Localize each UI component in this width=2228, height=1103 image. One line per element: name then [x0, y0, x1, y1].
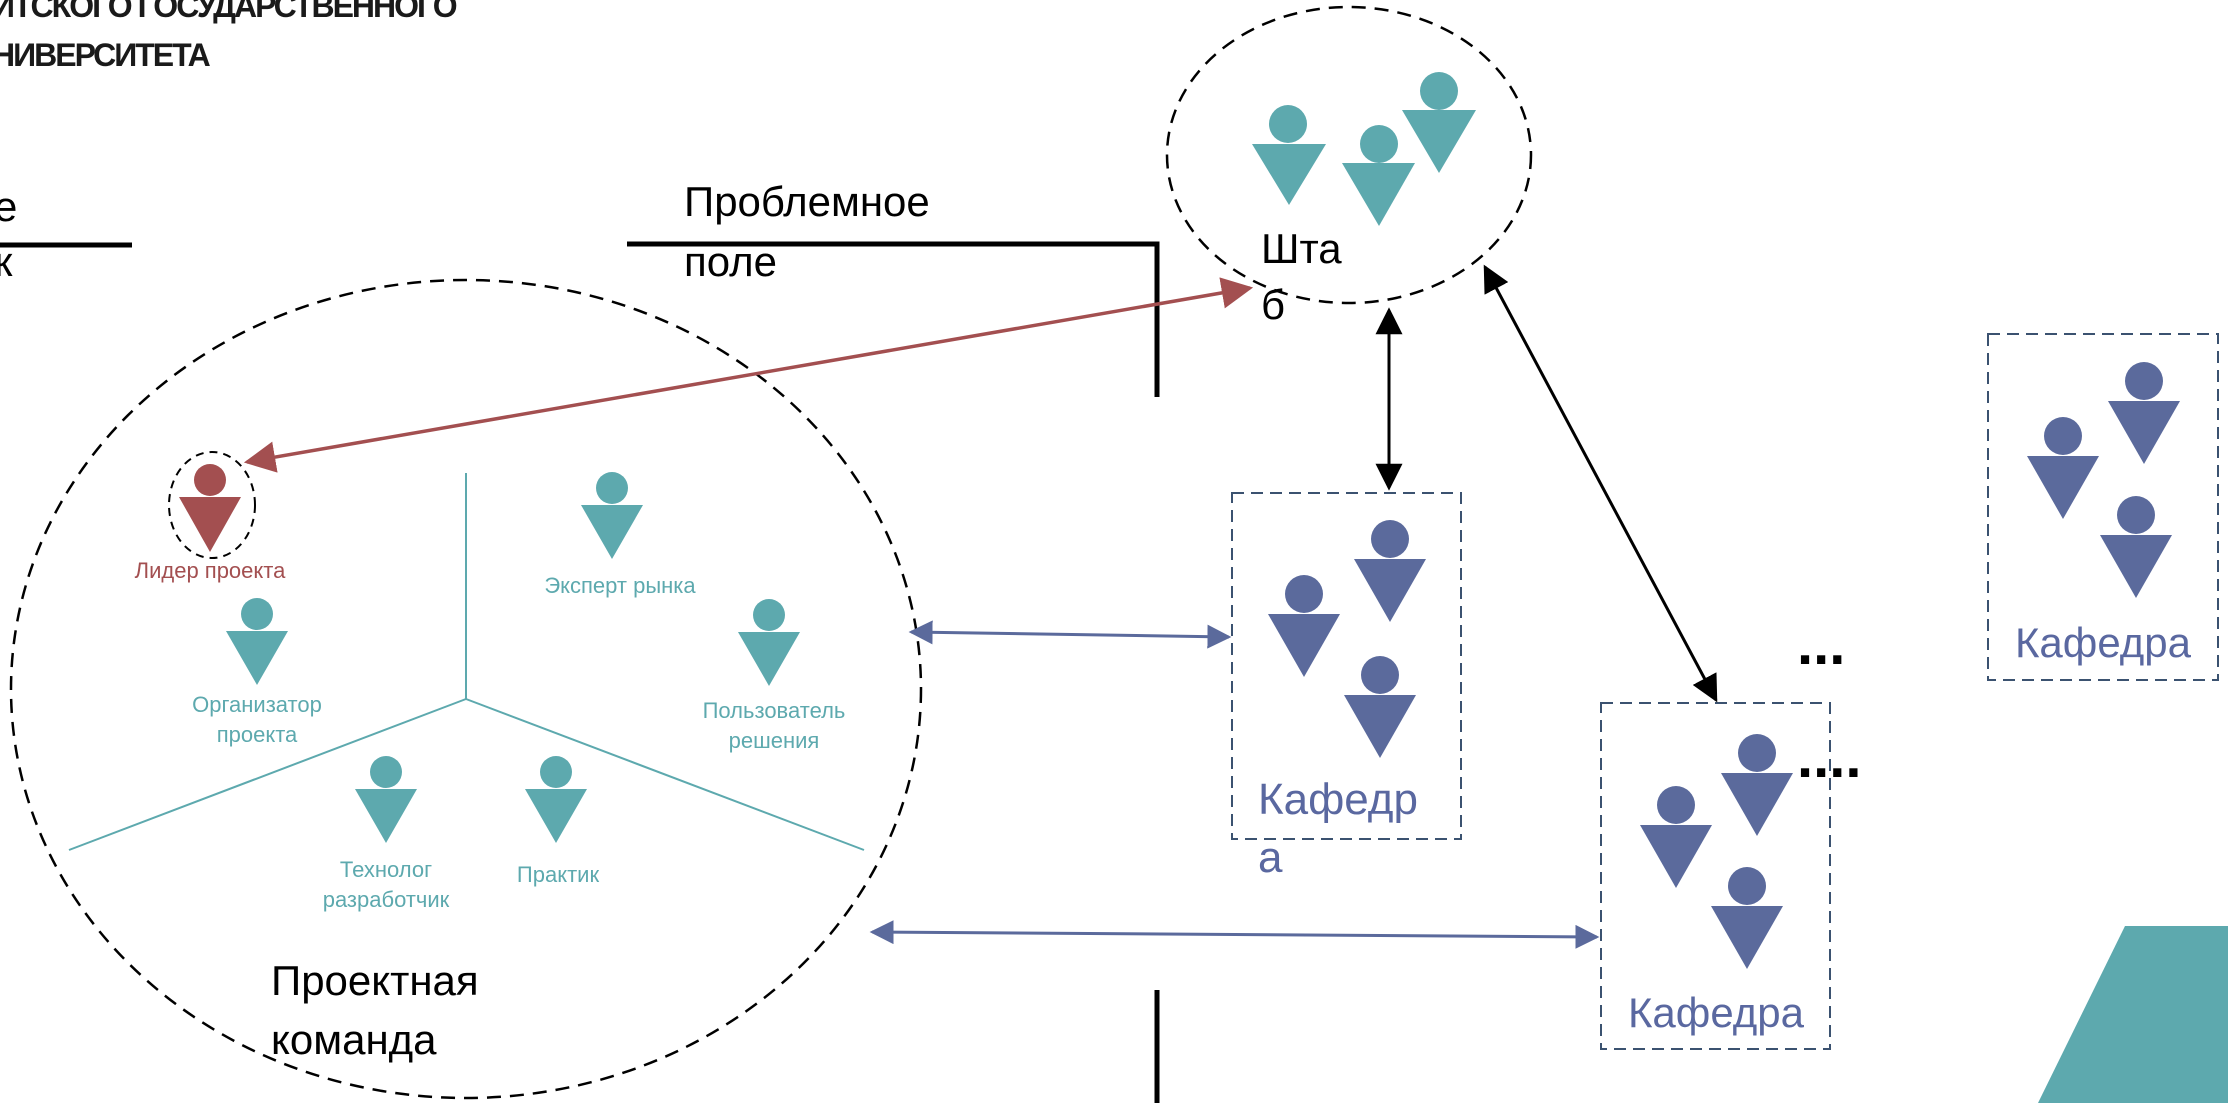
hq-person-2-icon — [1342, 125, 1415, 226]
department-bottom-label: Кафедра — [1628, 989, 1805, 1036]
technologist-person-icon — [355, 756, 417, 843]
organizer-label-line1: Организатор — [192, 692, 322, 717]
project-team-label-line2: команда — [271, 1016, 437, 1063]
department-bottom-box — [1600, 702, 1831, 1050]
department-center-person-2-icon — [1268, 575, 1340, 677]
corner-accent-block — [2038, 926, 2228, 1103]
leader-person-icon — [179, 464, 241, 552]
arrow-hq-to-leader — [243, 277, 1254, 473]
organizer-label-line2: проекта — [217, 722, 298, 747]
hq-ellipse — [1165, 5, 1533, 305]
arrow-team-to-bottom-department — [869, 920, 1600, 949]
left-fragment-line2: к — [0, 238, 13, 285]
technologist-label-line1: Технолог — [340, 857, 432, 882]
hq-person-1-icon — [1252, 105, 1326, 205]
department-right-person-1-icon — [2108, 362, 2180, 464]
department-center-person-3-icon — [1344, 656, 1416, 758]
leader-highlight-ellipse — [168, 451, 256, 559]
hq-person-3-icon — [1402, 72, 1476, 173]
ellipsis-upper: ... — [1797, 612, 1845, 677]
department-right-label: Кафедра — [2015, 619, 2192, 666]
problem-field-label-line2: поле — [684, 238, 777, 285]
ellipsis-lower: .... — [1797, 725, 1861, 790]
department-center-label-line2: а — [1258, 833, 1283, 882]
arrow-hq-to-bottom-department — [1483, 264, 1718, 703]
expert-person-icon — [581, 472, 643, 559]
user-label-line1: Пользователь — [703, 698, 846, 723]
problem-field-label-line1: Проблемное — [684, 178, 930, 225]
practitioner-person-icon — [525, 756, 587, 843]
department-right-person-3-icon — [2100, 496, 2172, 598]
organizer-person-icon — [226, 598, 288, 685]
department-bottom-person-2-icon — [1640, 786, 1712, 888]
header-line2: НИВЕРСИТЕТА — [0, 37, 211, 73]
user-person-icon — [738, 599, 800, 686]
department-right-box — [1987, 333, 2219, 681]
practitioner-label: Практик — [517, 862, 600, 887]
department-center-box — [1231, 492, 1462, 840]
expert-label: Эксперт рынка — [544, 573, 696, 598]
project-team-label-line1: Проектная — [271, 957, 479, 1004]
department-bottom-person-1-icon — [1721, 734, 1793, 836]
arrow-team-to-center-department — [908, 620, 1232, 649]
left-fragment-line1: е — [0, 183, 17, 230]
team-divider-right — [465, 698, 865, 851]
user-label-line2: решения — [729, 728, 820, 753]
department-center-label-line1: Кафедр — [1258, 775, 1418, 824]
hq-label-line2: б — [1261, 281, 1285, 328]
leader-label: Лидер проекта — [135, 558, 286, 583]
department-right-person-2-icon — [2027, 417, 2099, 519]
department-bottom-person-3-icon — [1711, 867, 1783, 969]
technologist-label-line2: разработчик — [323, 887, 450, 912]
department-center-person-1-icon — [1354, 520, 1426, 622]
header-line1: ИТСКОГО ГОСУДАРСТВЕННОГО — [0, 0, 457, 24]
hq-label-line1: Шта — [1261, 225, 1342, 272]
team-divider-left — [68, 698, 467, 851]
